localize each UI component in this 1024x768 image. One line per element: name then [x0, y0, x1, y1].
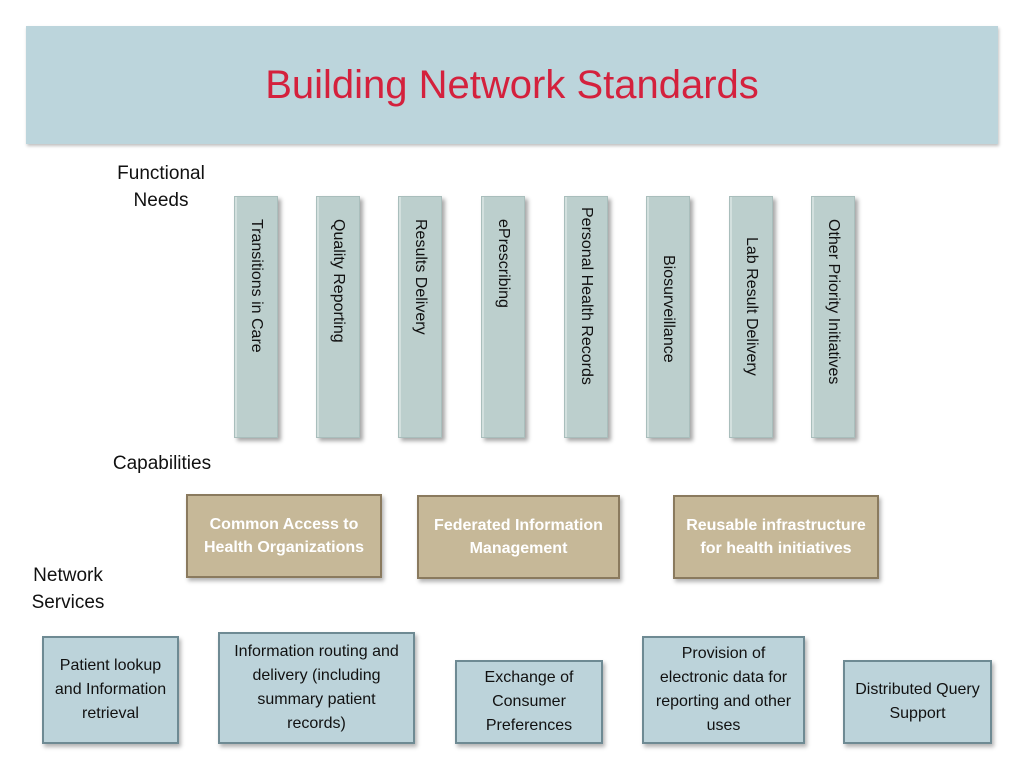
pillar-label: Transitions in Care — [248, 219, 265, 353]
pillar-label: Biosurveillance — [660, 255, 677, 363]
pillar-personal-health-records: Personal Health Records — [564, 196, 608, 438]
service-patient-lookup: Patient lookup and Information retrieval — [42, 636, 179, 744]
service-electronic-data-provision: Provision of electronic data for reporti… — [642, 636, 805, 744]
capability-reusable-infrastructure: Reusable infrastructure for health initi… — [673, 495, 879, 579]
network-services-label: Network Services — [20, 562, 116, 616]
capabilities-label: Capabilities — [112, 453, 212, 474]
pillar-quality-reporting: Quality Reporting — [316, 196, 360, 438]
functional-needs-label-line-1: Functional — [117, 163, 205, 184]
pillar-label: ePrescribing — [495, 219, 512, 308]
pillar-label: Results Delivery — [412, 219, 429, 335]
pillar-results-delivery: Results Delivery — [398, 196, 442, 438]
pillar-biosurveillance: Biosurveillance — [646, 196, 690, 438]
page-title: Building Network Standards — [265, 62, 759, 107]
service-consumer-preferences: Exchange of Consumer Preferences — [455, 660, 603, 744]
pillar-label: Quality Reporting — [330, 219, 347, 343]
service-distributed-query: Distributed Query Support — [843, 660, 992, 744]
functional-needs-label: Functional Needs — [108, 160, 214, 214]
pillar-label: Other Priority Initiatives — [825, 219, 842, 385]
network-services-label-line-2: Services — [31, 592, 105, 613]
service-information-routing: Information routing and delivery (includ… — [218, 632, 415, 744]
capability-federated-information-management: Federated Information Management — [417, 495, 620, 579]
pillar-label: Personal Health Records — [578, 207, 595, 385]
network-services-label-line-1: Network — [33, 565, 103, 586]
pillar-transitions-in-care: Transitions in Care — [234, 196, 278, 438]
capability-common-access: Common Access to Health Organizations — [186, 494, 382, 578]
pillar-label: Lab Result Delivery — [743, 237, 760, 376]
pillar-other-priority-initiatives: Other Priority Initiatives — [811, 196, 855, 438]
pillar-lab-result-delivery: Lab Result Delivery — [729, 196, 773, 438]
pillar-eprescribing: ePrescribing — [481, 196, 525, 438]
functional-needs-label-line-2: Needs — [133, 190, 189, 211]
title-band: Building Network Standards — [26, 26, 998, 144]
